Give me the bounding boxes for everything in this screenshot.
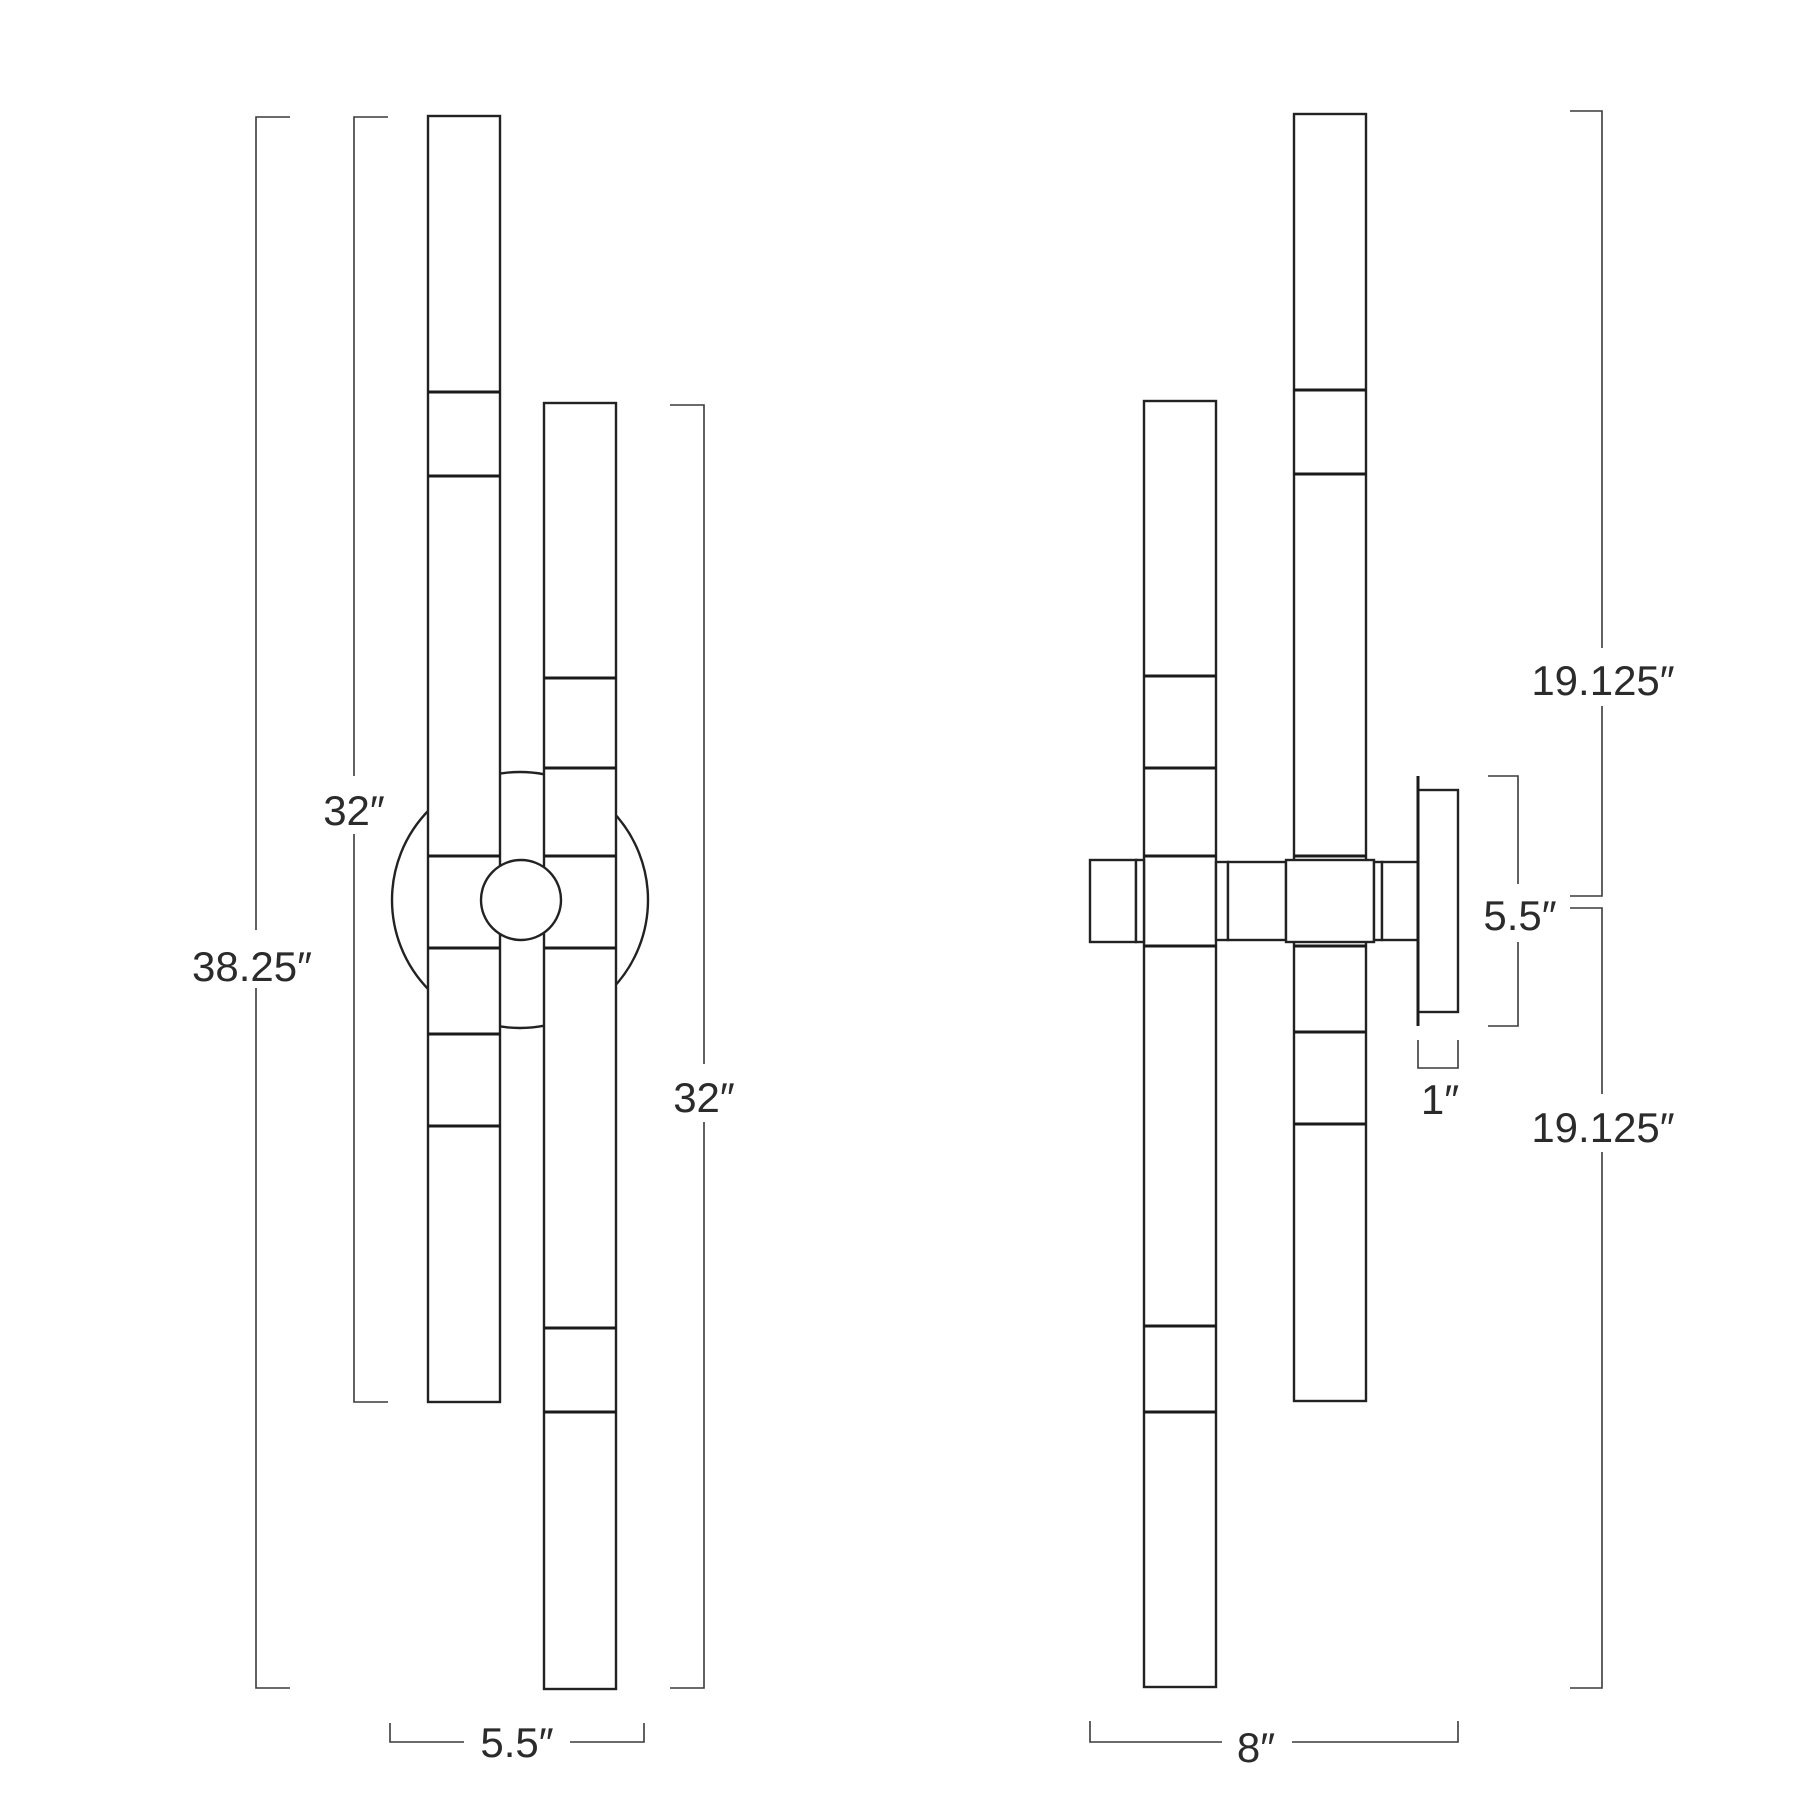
front-view: 38.25″ 32″ 32″ 5.5″ — [190, 114, 744, 1770]
front-tube-lower — [542, 401, 618, 1691]
dim-front-lower: 32″ — [664, 404, 744, 1689]
dim-front-width: 5.5″ — [389, 1712, 645, 1770]
label-backplate-height: 5.5″ — [1483, 892, 1556, 939]
dim-front-overall: 38.25″ — [190, 116, 320, 1689]
dim-front-upper: 32″ — [318, 116, 398, 1403]
front-tube-upper — [426, 114, 502, 1404]
label-side-lower-height: 19.125″ — [1531, 1104, 1674, 1151]
dim-side-upper: 19.125″ — [1524, 110, 1682, 897]
dim-side-backplate-depth: 1″ — [1417, 1040, 1459, 1123]
label-side-upper-height: 19.125″ — [1531, 657, 1674, 704]
label-upper-arm-height: 32″ — [323, 787, 385, 834]
label-backplate-depth: 1″ — [1421, 1076, 1459, 1123]
front-center-knob — [479, 858, 563, 942]
label-overall-height: 38.25″ — [192, 943, 312, 990]
side-horizontal-arm — [1088, 854, 1420, 948]
side-tube-front — [1142, 399, 1218, 1689]
label-front-width: 5.5″ — [480, 1719, 553, 1766]
label-lower-arm-height: 32″ — [673, 1074, 735, 1121]
side-view: 19.125″ 19.125″ 5.5″ 1″ 8″ — [1088, 110, 1682, 1771]
dim-side-depth: 8″ — [1089, 1712, 1459, 1771]
side-backplate — [1416, 776, 1460, 1026]
label-side-depth: 8″ — [1237, 1724, 1275, 1771]
dim-side-backplate-height: 5.5″ — [1474, 775, 1570, 1027]
dim-side-lower: 19.125″ — [1524, 907, 1682, 1689]
side-tube-back — [1292, 112, 1368, 1403]
